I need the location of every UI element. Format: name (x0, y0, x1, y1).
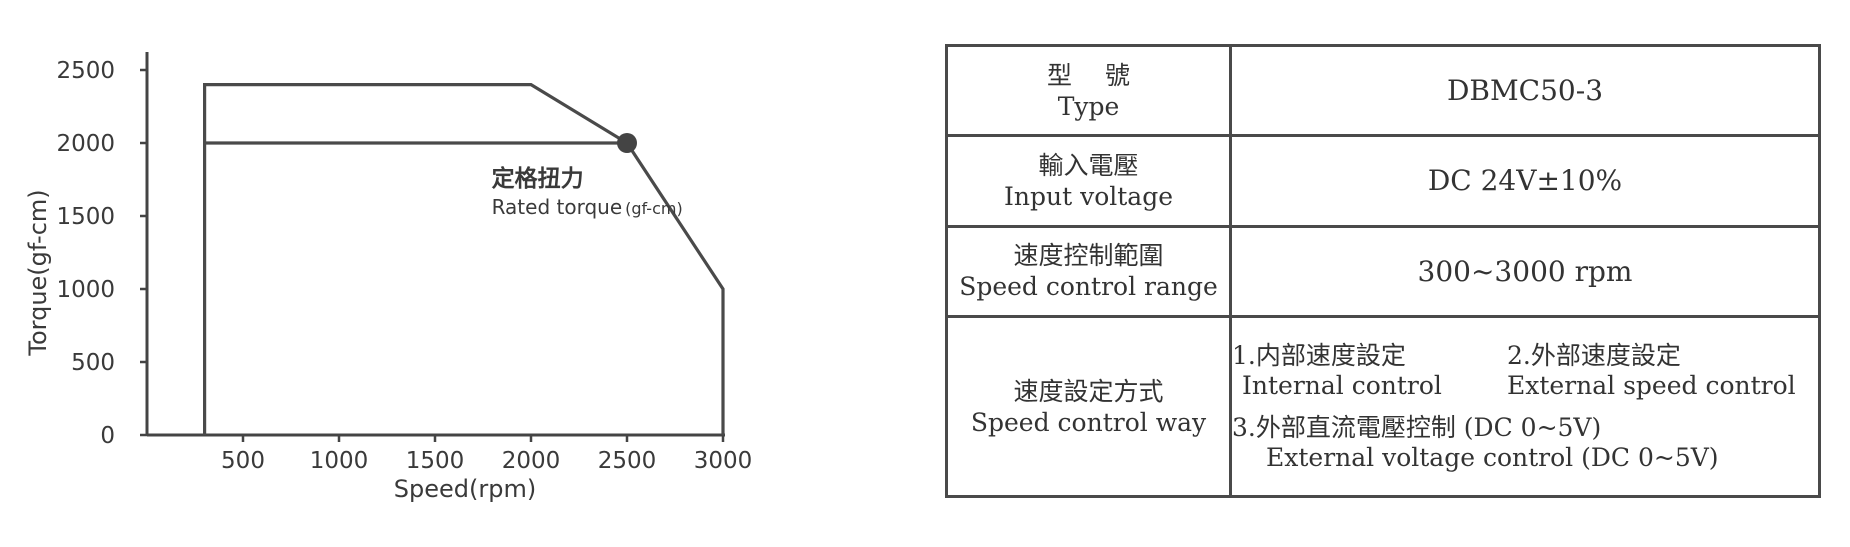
control-item-1-en: Internal control (1242, 370, 1442, 400)
control-spacer (1232, 401, 1818, 413)
range-value: 300~3000 rpm (1229, 224, 1821, 319)
voltage-label-cell: 輸入電壓 Input voltage (945, 134, 1232, 228)
control-label-cell: 速度設定方式 Speed control way (945, 315, 1232, 498)
type-value: DBMC50-3 (1229, 43, 1821, 138)
table-row: 速度設定方式 Speed control way 1.内部速度設定 Intern… (945, 315, 1821, 498)
control-row-1: 1.内部速度設定 Internal control 2.外部速度設定 Exter… (1232, 341, 1818, 401)
x-axis-title: Speed(rpm) (394, 475, 536, 503)
rated-torque-unit: (gf-cm) (625, 199, 683, 218)
control-item-2-zh: 2.外部速度設定 (1507, 340, 1681, 370)
control-item-3-en: External voltage control (DC 0~5V) (1266, 442, 1719, 472)
control-label-zh: 速度設定方式 (1013, 376, 1164, 406)
series-line-1 (203, 82, 725, 435)
type-label-en: Type (1057, 91, 1120, 121)
voltage-label-zh: 輸入電壓 (1038, 150, 1139, 180)
y-tick-label: 2500 (56, 58, 115, 84)
chart-svg: 0 500 1000 1500 2000 2500 500 1000 1500 2000 2500 3… (24, 52, 753, 503)
y-axis-title: Torque(gf-cm) (24, 189, 52, 356)
spec-table: 型 號 Type DBMC50-3 輸入電壓 Input voltage DC … (945, 43, 1821, 498)
range-label-cell: 速度控制範圍 Speed control range (945, 224, 1232, 319)
x-tick-label: 2000 (502, 448, 561, 474)
range-label-en: Speed control range (959, 272, 1218, 302)
table-row: 型 號 Type DBMC50-3 (945, 43, 1821, 138)
y-tick-label: 500 (71, 350, 115, 376)
torque-speed-chart: 0 500 1000 1500 2000 2500 500 1000 1500 2000 2500 3… (0, 0, 900, 547)
range-label-zh: 速度控制範圍 (1013, 241, 1164, 271)
table-row: 輸入電壓 Input voltage DC 24V±10% (945, 134, 1821, 228)
voltage-value: DC 24V±10% (1229, 134, 1821, 228)
control-item-3-zh: 3.外部直流電壓控制 (DC 0~5V) (1232, 412, 1602, 442)
type-label-cell: 型 號 Type (945, 43, 1232, 138)
y-tick-label: 0 (100, 423, 115, 449)
x-tick-label: 1000 (310, 448, 369, 474)
rated-point-marker (617, 133, 637, 153)
rated-torque-label-text: Rated torque (492, 195, 623, 219)
control-item-1: 1.内部速度設定 Internal control (1232, 341, 1507, 401)
y-tick-label: 1500 (56, 204, 115, 230)
y-tick-label: 1000 (56, 277, 115, 303)
x-tick-label: 2500 (598, 448, 657, 474)
control-item-1-zh: 1.内部速度設定 (1232, 340, 1406, 370)
rated-torque-label-en: Rated torque(gf-cm) (492, 195, 683, 219)
voltage-label-en: Input voltage (1004, 181, 1173, 211)
x-tick-label: 3000 (694, 448, 753, 474)
control-item-2-en: External speed control (1507, 370, 1796, 400)
x-tick-label: 500 (221, 448, 265, 474)
rated-torque-label-zh: 定格扭力 (492, 165, 584, 192)
y-tick-label: 2000 (56, 131, 115, 157)
control-value-cell: 1.内部速度設定 Internal control 2.外部速度設定 Exter… (1229, 315, 1821, 498)
type-label-zh: 型 號 (1047, 60, 1130, 90)
control-item-2: 2.外部速度設定 External speed control (1507, 341, 1796, 401)
x-tick-label: 1500 (406, 448, 465, 474)
control-label-en: Speed control way (970, 407, 1207, 437)
table-row: 速度控制範圍 Speed control range 300~3000 rpm (945, 224, 1821, 319)
